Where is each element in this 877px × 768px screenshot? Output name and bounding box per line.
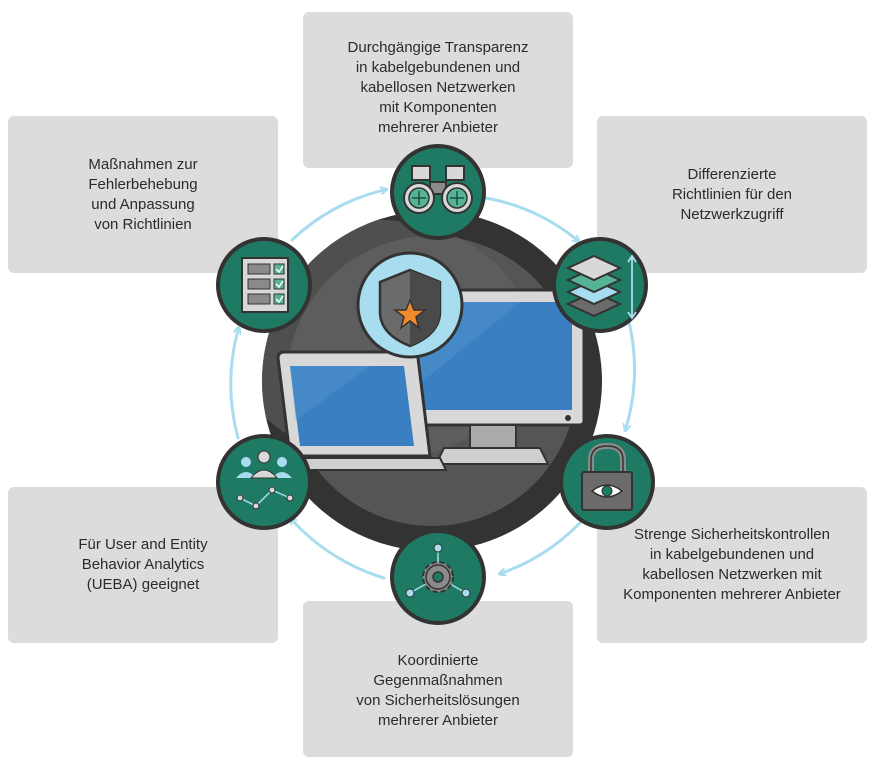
gear-node (390, 529, 486, 625)
feature-text-ueba: Für User and Entity Behavior Analytics (… (78, 536, 208, 593)
arrow-left-to-upper (229, 330, 238, 440)
gear-network-icon (405, 543, 471, 598)
binoculars-node (390, 144, 486, 240)
arrow-top-to-right (484, 196, 577, 240)
arrow-right-to-lower (626, 316, 637, 428)
arrow-bottom-to-left (292, 520, 386, 580)
arrow-upper-to-top (290, 190, 384, 242)
layers-node (552, 237, 648, 333)
padlock-eye-icon (581, 442, 633, 511)
feature-box-access-policies: Differenzierte Richtlinien für den Netzw… (597, 116, 867, 273)
padlock-node (559, 434, 655, 530)
feature-box-visibility: Durchgängige Transparenz in kabelgebunde… (303, 12, 573, 168)
users-node (216, 434, 312, 530)
feature-box-troubleshooting: Maßnahmen zur Fehlerbehebung und Anpassu… (8, 116, 278, 273)
checklist-node (216, 237, 312, 333)
feature-text-coordinated-response: Koordinierte Gegenmaßnahmen von Sicherhe… (356, 652, 520, 729)
feature-text-access-policies: Differenzierte Richtlinien für den Netzw… (671, 165, 793, 223)
users-analytics-icon (236, 450, 294, 510)
layers-icon (565, 254, 637, 320)
feature-text-troubleshooting: Maßnahmen zur Fehlerbehebung und Anpassu… (88, 155, 198, 233)
checklist-icon (241, 257, 289, 313)
shield-star-icon (356, 251, 464, 359)
binoculars-icon (403, 165, 473, 214)
feature-box-coordinated-response: Koordinierte Gegenmaßnahmen von Sicherhe… (303, 601, 573, 757)
feature-text-visibility: Durchgängige Transparenz in kabelgebunde… (347, 39, 529, 136)
feature-text-security-controls: Strenge Sicherheitskontrollen in kabelge… (623, 526, 841, 603)
feature-box-security-controls: Strenge Sicherheitskontrollen in kabelge… (597, 487, 867, 643)
